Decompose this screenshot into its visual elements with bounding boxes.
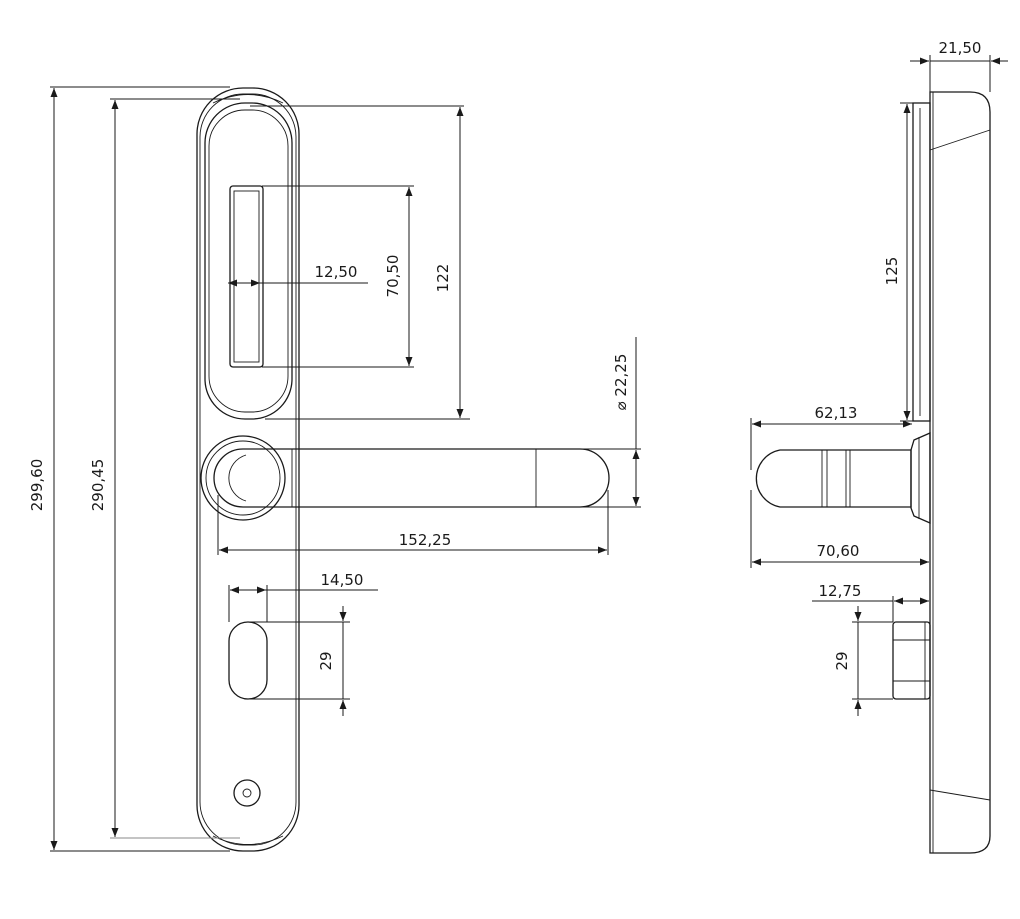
screw-icon [233, 779, 261, 807]
front-view [196, 87, 610, 852]
card-slot [229, 185, 264, 368]
handle-lever [213, 448, 610, 508]
reader-window-inner [208, 109, 289, 413]
escutcheon-plate-inner [199, 93, 297, 846]
dim-side-cylinder-depth: 12,75 [819, 582, 862, 600]
dim-card-slot-height: 70,50 [384, 255, 402, 298]
front-dimensions: 299,60 290,45 122 70,50 12,50 ⌀ 22,25 15… [28, 86, 641, 852]
dim-card-slot-width: 12,50 [315, 263, 358, 281]
dim-cylinder-offset: 14,50 [321, 571, 364, 589]
dim-plate-height: 290,45 [89, 459, 107, 512]
dim-handle-diameter: ⌀ 22,25 [612, 354, 630, 411]
dim-side-depth: 21,50 [939, 39, 982, 57]
side-handle [755, 449, 912, 508]
dim-cylinder-height: 29 [317, 651, 335, 670]
dim-side-cylinder-height: 29 [833, 651, 851, 670]
dim-reader-height: 122 [434, 264, 452, 293]
reader-window-outer [204, 102, 293, 420]
escutcheon-plate-outer [196, 87, 300, 852]
dim-side-reader-height: 125 [883, 257, 901, 286]
dim-side-handle-reach: 62,13 [815, 404, 858, 422]
side-reader [912, 102, 931, 422]
side-view [755, 91, 991, 854]
side-cylinder [892, 621, 931, 700]
dim-handle-length: 152,25 [399, 531, 452, 549]
side-plate [929, 91, 991, 854]
side-dimensions: 21,50 125 62,13 70,60 12,75 29 [750, 39, 1008, 716]
side-rosette [910, 432, 931, 524]
dim-total-height: 299,60 [28, 459, 46, 512]
handle-rosette [200, 435, 286, 521]
dim-side-handle-total: 70,60 [817, 542, 860, 560]
cylinder-slot [228, 621, 268, 700]
